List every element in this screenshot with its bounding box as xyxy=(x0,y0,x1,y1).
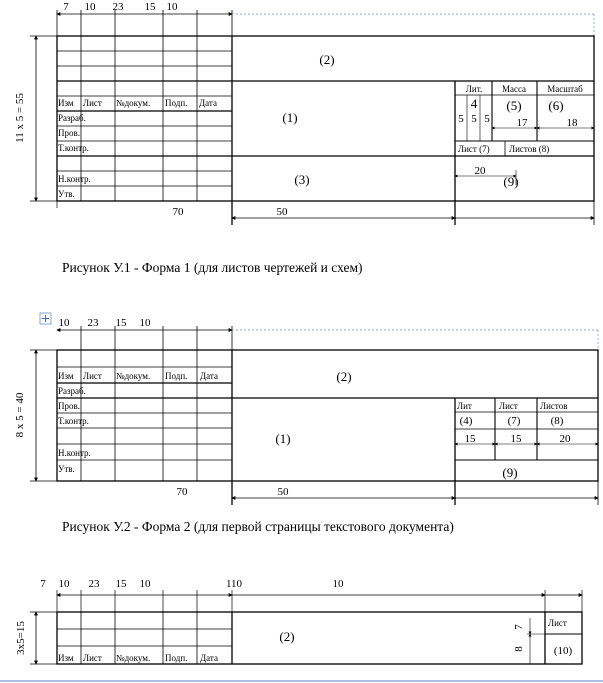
dim-15: 15 xyxy=(145,1,157,13)
field-1: (1) xyxy=(282,110,297,125)
f2-row-tkontr: Т.контр. xyxy=(58,416,89,426)
lit-cell-1: 5 xyxy=(458,113,464,125)
dim-70: 70 xyxy=(173,206,185,218)
dim-10b: 10 xyxy=(167,1,179,13)
row-utv: Утв. xyxy=(58,189,75,199)
hdr-dokum: №докум. xyxy=(116,98,150,108)
f3-dim-110: 110 xyxy=(226,578,243,590)
f2-dim-15b: 15 xyxy=(511,433,523,445)
f3-side-dimension: 3x5=15 xyxy=(15,621,27,655)
hdr-data: Дата xyxy=(199,98,217,108)
f2-hdr-list: Лист xyxy=(83,371,102,381)
dim-50: 50 xyxy=(277,206,289,218)
lit-cell-3: 5 xyxy=(484,113,490,125)
field-6: (6) xyxy=(548,98,563,113)
f2-field-9: (9) xyxy=(502,465,517,480)
figure-2-text: 10 23 15 10 8 x 5 = 40 Изм Лист №докум. … xyxy=(14,317,571,534)
dim-7: 7 xyxy=(63,1,69,13)
f3-hdr-podp: Подп. xyxy=(165,653,187,663)
hdr-lit: Лит. xyxy=(466,84,482,94)
hdr-masshtab: Масштаб xyxy=(547,84,583,94)
f2-field-4: (4) xyxy=(460,415,473,427)
f2-dim-10b: 10 xyxy=(140,317,152,329)
f3-hdr-izm: Изм xyxy=(58,653,74,663)
f3-dim-23: 23 xyxy=(89,578,101,590)
f3-dim-10b: 10 xyxy=(140,578,152,590)
dim-10: 10 xyxy=(85,1,97,13)
f2-hdr-izm: Изм xyxy=(58,371,74,381)
side-dimension: 11 x 5 = 55 xyxy=(14,93,26,143)
hdr-list: Лист xyxy=(83,98,102,108)
f3-hdr-dokum: №докум. xyxy=(116,653,150,663)
f3-dim-10c: 10 xyxy=(333,578,345,590)
dim-17: 17 xyxy=(517,117,529,129)
f3-field-10: (10) xyxy=(554,645,573,657)
f2-dim-15a: 15 xyxy=(465,433,477,445)
field-8: Листов (8) xyxy=(509,144,549,154)
hdr-podp: Подп. xyxy=(165,98,187,108)
f3-dim-7: 7 xyxy=(40,578,46,590)
row-razrab: Разраб. xyxy=(58,113,86,123)
hdr-massa: Масса xyxy=(502,84,526,94)
figure-3-text: 7 10 23 15 10 110 10 3x5=15 Изм Лист №до… xyxy=(15,578,572,663)
dim-23: 23 xyxy=(113,1,125,13)
field-9: (9) xyxy=(503,174,518,189)
f2-field-2: (2) xyxy=(336,369,351,384)
row-tkontr: Т.контр. xyxy=(58,143,89,153)
f2-dim-23: 23 xyxy=(88,317,100,329)
figure-3 xyxy=(30,590,583,665)
f3-hdr-list-r: Лист xyxy=(548,618,567,628)
f2-row-nkontr: Н.контр. xyxy=(58,448,91,458)
field-3: (3) xyxy=(294,172,309,187)
f3-dim-15: 15 xyxy=(116,578,128,590)
f2-dim-70: 70 xyxy=(177,486,189,498)
field-4: 4 xyxy=(471,96,478,111)
row-prov: Пров. xyxy=(58,128,80,138)
f2-row-prov: Пров. xyxy=(58,401,80,411)
figure-2 xyxy=(30,326,599,505)
row-nkontr: Н.контр. xyxy=(58,174,91,184)
figure-1 xyxy=(30,10,595,225)
f2-dim-15: 15 xyxy=(116,317,128,329)
dim-18: 18 xyxy=(567,117,579,129)
f3-field-2: (2) xyxy=(279,629,294,644)
f2-field-1: (1) xyxy=(275,431,290,446)
figure-1-text: 7 10 23 15 10 11 x 5 = 55 Изм Лист №доку… xyxy=(14,1,583,275)
hdr-izm: Изм xyxy=(58,98,74,108)
f2-dim-20: 20 xyxy=(560,433,572,445)
f3-dim-10: 10 xyxy=(59,578,71,590)
f3-hdr-list: Лист xyxy=(83,653,102,663)
f2-dim-50: 50 xyxy=(278,486,290,498)
f2-hdr-dokum: №докум. xyxy=(116,371,150,381)
f2-hdr-data: Дата xyxy=(200,371,218,381)
f2-dim-10: 10 xyxy=(59,317,71,329)
f2-hdr-list-r: Лист xyxy=(499,401,518,411)
move-handle-icon[interactable] xyxy=(39,312,52,325)
f3-hdr-data: Дата xyxy=(200,653,218,663)
f2-side-dimension: 8 x 5 = 40 xyxy=(14,392,26,437)
f2-hdr-listov: Листов xyxy=(540,401,567,411)
f2-field-8: (8) xyxy=(551,415,564,427)
f3-dim-8r: 8 xyxy=(513,646,525,652)
lit-cell-2: 5 xyxy=(471,113,477,125)
field-7: Лист (7) xyxy=(458,144,490,154)
f2-row-razrab: Разраб. xyxy=(58,386,86,396)
field-2: (2) xyxy=(319,52,334,67)
f2-hdr-podp: Подп. xyxy=(165,371,187,381)
caption-figure-1: Рисунок У.1 - Форма 1 (для листов чертеж… xyxy=(62,260,363,275)
f3-dim-7r: 7 xyxy=(513,624,525,630)
caption-figure-2: Рисунок У.2 - Форма 2 (для первой страни… xyxy=(62,519,454,534)
f2-row-utv: Утв. xyxy=(58,464,75,474)
dim-20: 20 xyxy=(475,165,487,177)
f2-field-7: (7) xyxy=(508,415,521,427)
field-5: (5) xyxy=(506,98,521,113)
f2-hdr-lit: Лит xyxy=(457,401,472,411)
